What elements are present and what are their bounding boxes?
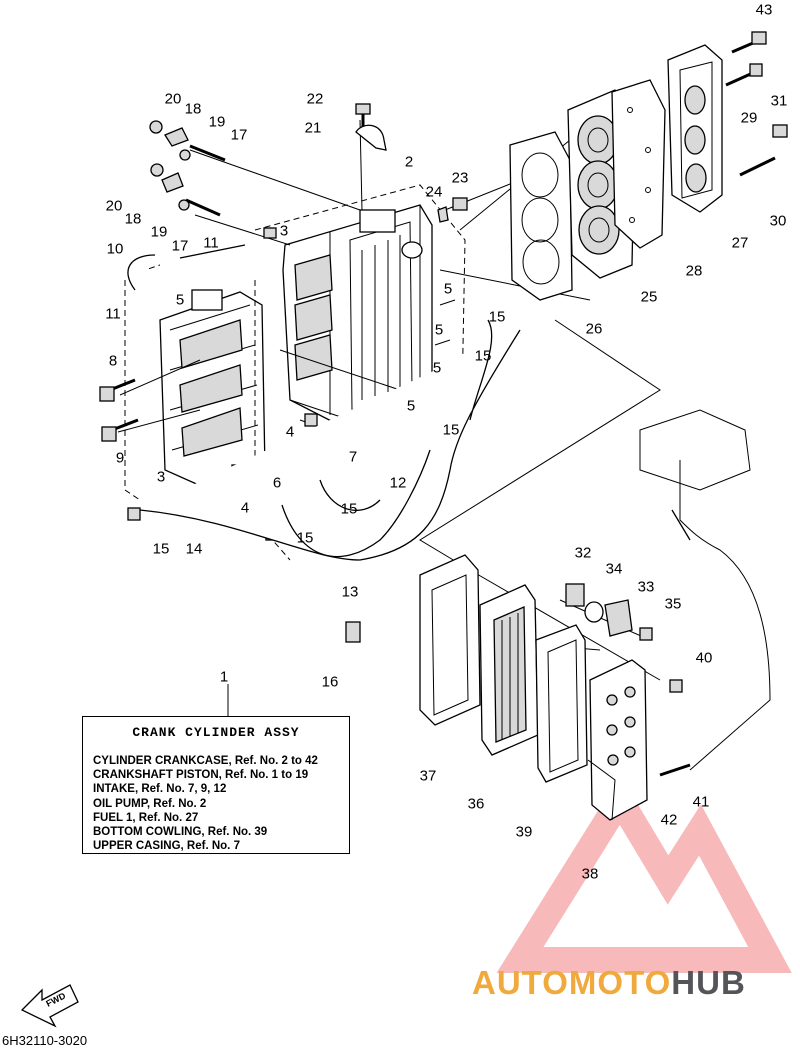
callout-number: 12 bbox=[390, 475, 407, 492]
callout-number: 9 bbox=[116, 450, 124, 467]
callout-number: 29 bbox=[741, 110, 758, 127]
callout-number: 33 bbox=[638, 579, 655, 596]
automotohub-watermark: AUTOMOTOHUB bbox=[472, 964, 746, 1002]
callout-number: 43 bbox=[756, 2, 773, 19]
callout-number: 5 bbox=[444, 281, 452, 298]
callout-number: 15 bbox=[443, 422, 460, 439]
callout-number: 39 bbox=[516, 824, 533, 841]
callout-number: 20 bbox=[106, 198, 123, 215]
callout-number: 1 bbox=[220, 669, 228, 686]
crankcase-left-block bbox=[159, 289, 266, 491]
callout-number: 10 bbox=[107, 241, 124, 258]
forward-direction-arrow: FWD bbox=[20, 984, 79, 1028]
callout-number: 41 bbox=[693, 794, 710, 811]
callout-number: 15 bbox=[153, 541, 170, 558]
callout-number: 3 bbox=[280, 223, 288, 240]
reference-row: UPPER CASING, Ref. No. 7 bbox=[93, 840, 240, 853]
callout-number: 5 bbox=[435, 322, 443, 339]
oil-fitting-parts-32-35 bbox=[565, 583, 633, 637]
callout-number: 27 bbox=[732, 235, 749, 252]
callout-number: 4 bbox=[286, 424, 294, 441]
callout-number: 23 bbox=[452, 170, 469, 187]
callout-number: 17 bbox=[231, 127, 248, 144]
head-gasket-part-26 bbox=[509, 131, 573, 301]
callout-number: 21 bbox=[305, 120, 322, 137]
callout-number: 15 bbox=[475, 348, 492, 365]
callout-number: 28 bbox=[686, 263, 703, 280]
callout-number: 35 bbox=[665, 596, 682, 613]
callout-number: 11 bbox=[105, 306, 121, 323]
callout-number: 38 bbox=[582, 866, 599, 883]
callout-number: 31 bbox=[771, 93, 788, 110]
reference-box-rows: CYLINDER CRANKCASE, Ref. No. 2 to 42 CRA… bbox=[93, 754, 339, 853]
reed-valve-part-36 bbox=[479, 584, 539, 756]
hoses-and-pipes bbox=[127, 244, 771, 777]
callout-number: 19 bbox=[209, 114, 226, 131]
callout-number: 16 bbox=[322, 674, 339, 691]
callout-number: 18 bbox=[125, 211, 142, 228]
callout-number: 17 bbox=[172, 238, 189, 255]
callout-number: 25 bbox=[641, 289, 658, 306]
reference-row: INTAKE, Ref. No. 7, 9, 12 bbox=[93, 783, 227, 796]
callout-number: 32 bbox=[575, 545, 592, 562]
reed-valve-gasket-part-37 bbox=[419, 554, 481, 726]
reference-row: CYLINDER CRANKCASE, Ref. No. 2 to 42 bbox=[93, 755, 318, 767]
callout-number: 15 bbox=[297, 530, 314, 547]
callout-number: 37 bbox=[420, 768, 437, 785]
callout-number: 30 bbox=[770, 213, 787, 230]
reference-row: OIL PUMP, Ref. No. 2 bbox=[93, 797, 207, 810]
callout-number: 19 bbox=[151, 224, 168, 241]
callout-number: 36 bbox=[468, 796, 485, 813]
callout-number: 40 bbox=[696, 650, 713, 667]
automotohub-logo-mark bbox=[496, 775, 792, 973]
callout-number: 20 bbox=[165, 91, 182, 108]
callout-number: 34 bbox=[606, 561, 623, 578]
callout-number: 22 bbox=[307, 91, 324, 108]
callout-number: 15 bbox=[341, 501, 358, 518]
callout-number: 15 bbox=[489, 309, 506, 326]
callout-number: 42 bbox=[661, 812, 678, 829]
callout-number: 11 bbox=[203, 235, 219, 252]
callout-number: 5 bbox=[433, 360, 441, 377]
callout-number: 13 bbox=[342, 584, 359, 601]
callout-number: 2 bbox=[405, 154, 413, 171]
callout-number: 8 bbox=[109, 353, 117, 370]
callout-number: 4 bbox=[241, 500, 249, 517]
reference-row: BOTTOM COWLING, Ref. No. 39 bbox=[93, 826, 268, 839]
callout-number: 26 bbox=[586, 321, 603, 338]
callout-number: 5 bbox=[407, 398, 415, 415]
brand-moto: MOTO bbox=[568, 964, 672, 1001]
callout-number: 3 bbox=[157, 469, 165, 486]
intake-cover-part-38 bbox=[587, 659, 648, 821]
head-cover-gasket-part-28 bbox=[611, 79, 666, 249]
callout-number: 18 bbox=[185, 101, 202, 118]
callout-number: 24 bbox=[426, 184, 443, 201]
brand-hub: HUB bbox=[671, 964, 746, 1001]
callout-number: 6 bbox=[273, 475, 281, 492]
diagram-code: 6H32110-3020 bbox=[2, 1033, 88, 1048]
brand-auto: AUTO bbox=[472, 964, 569, 1001]
reference-box: CRANK CYLINDER ASSY CYLINDER CRANKCASE, … bbox=[82, 716, 350, 854]
reference-box-title: CRANK CYLINDER ASSY bbox=[132, 725, 300, 740]
reference-row: FUEL 1, Ref. No. 27 bbox=[93, 811, 199, 824]
callout-numbers: 4331293027282526222122324201819172018191… bbox=[105, 2, 787, 883]
callout-number: 5 bbox=[176, 292, 184, 309]
reference-row: CRANKSHAFT PISTON, Ref. No. 1 to 19 bbox=[93, 769, 309, 782]
cylinder-crankcase-part-2 bbox=[282, 204, 433, 429]
reed-valve-gasket-part-39 bbox=[535, 624, 588, 783]
head-cover-part-27 bbox=[667, 44, 723, 213]
callout-number: 14 bbox=[186, 541, 203, 558]
callout-number: 7 bbox=[349, 449, 357, 466]
